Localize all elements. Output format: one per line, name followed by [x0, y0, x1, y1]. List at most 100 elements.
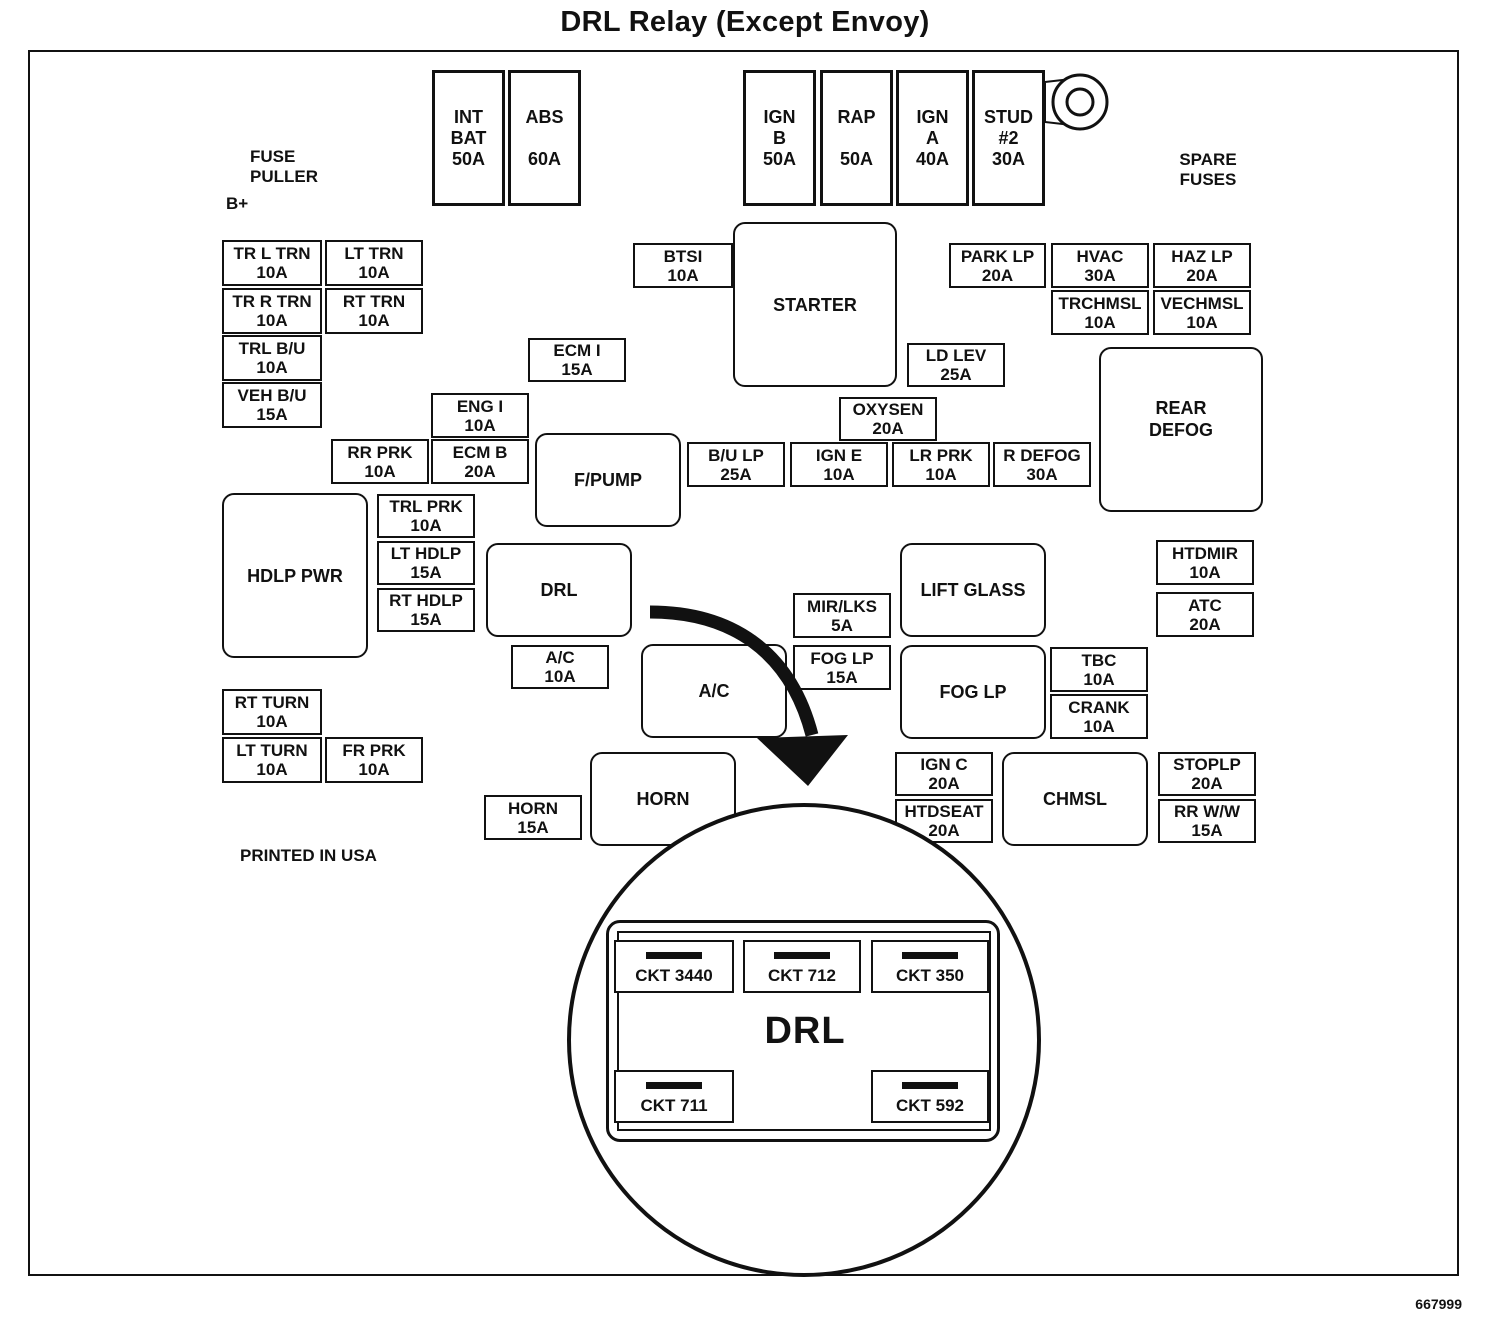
fuse-name: TR R TRN: [232, 292, 312, 311]
relay-label: HDLP PWR: [247, 565, 343, 586]
spare-fuses-line-1: SPARE: [1179, 150, 1237, 169]
terminal-blade-icon: [646, 1082, 702, 1089]
fuse-rating: 25A: [720, 464, 752, 484]
relay-a-c: A/C: [641, 644, 787, 738]
fuse-rating: 15A: [826, 667, 858, 687]
fuse-rating: 10A: [358, 263, 390, 282]
fuse-name: HVAC: [1076, 246, 1124, 266]
spare-fuses-line-2: FUSES: [1179, 170, 1237, 189]
fuse-name: IGN E: [815, 445, 863, 465]
fuse-rating: 10A: [364, 461, 396, 481]
spare-fuses-label: SPARE FUSES: [1168, 150, 1248, 190]
drl-pin-ckt-712: CKT 712: [743, 940, 861, 993]
maxi-fuse-line: 30A: [991, 148, 1026, 169]
fuse-rating: 10A: [1186, 312, 1218, 332]
maxi-fuse-line: BAT: [450, 127, 487, 148]
fuse-name: LT TURN: [236, 741, 308, 760]
fuse-name: RR W/W: [1173, 802, 1241, 821]
pin-label: CKT 350: [895, 966, 965, 985]
fuse-rating: 10A: [925, 464, 957, 484]
fuse-rating: 10A: [410, 516, 442, 535]
fuse-rating: 20A: [464, 461, 496, 481]
relay-label: DEFOG: [1148, 420, 1213, 440]
fuse-name: FR PRK: [342, 741, 406, 760]
maxi-fuse-line: 50A: [839, 148, 874, 169]
fuse-name: STOPLP: [1173, 755, 1241, 774]
callout-arrow-icon: [649, 605, 848, 786]
maxi-fuse-line: #2: [998, 127, 1019, 148]
fuse-name: TRL PRK: [389, 497, 463, 516]
fuse-rating: 10A: [256, 712, 288, 731]
relay-f-pump: F/PUMP: [535, 433, 681, 527]
fuse-rating: 10A: [256, 760, 288, 779]
relay-label: LIFT GLASS: [920, 580, 1026, 600]
fuse-name: BTSI: [663, 246, 703, 266]
pin-label: CKT 3440: [635, 966, 713, 985]
fuse-rating: 10A: [464, 415, 496, 435]
fuse-name: ECM B: [452, 442, 508, 462]
maxi-fuse-ign-b: IGN B 50A: [743, 70, 816, 206]
relay-label: FOG LP: [939, 682, 1007, 702]
relay-chmsl: CHMSL: [1002, 752, 1148, 846]
fuse-name: CRANK: [1068, 697, 1130, 717]
relay-drl: DRL: [486, 543, 632, 637]
fuse-name: VECHMSL: [1160, 293, 1244, 313]
drl-pin-ckt-592: CKT 592: [871, 1070, 989, 1123]
relay-lift-glass: LIFT GLASS: [900, 543, 1046, 637]
relay-label: DRL: [540, 580, 578, 600]
maxi-fuse-ign-a: IGN A 40A: [896, 70, 969, 206]
fuse-name: R DEFOG: [1003, 445, 1081, 465]
fuse-name: RT HDLP: [389, 591, 463, 610]
fuse-name: B/U LP: [708, 445, 764, 465]
relay-starter: STARTER: [733, 222, 897, 387]
fuse-rating: 30A: [1026, 464, 1058, 484]
maxi-fuse-int-bat: INT BAT 50A: [432, 70, 505, 206]
fuse-rating: 10A: [1083, 669, 1115, 689]
maxi-fuse-line: B: [773, 127, 786, 148]
fuse-name: A/C: [545, 648, 575, 667]
fuse-name: TBC: [1081, 650, 1117, 670]
fuse-name: HORN: [507, 798, 559, 818]
relay-fog-lp: FOG LP: [900, 645, 1046, 739]
terminal-blade-icon: [902, 952, 958, 959]
maxi-fuse-abs: ABS 60A: [508, 70, 581, 206]
fuse-rating: 10A: [1084, 312, 1116, 332]
fuse-rating: 15A: [410, 610, 442, 629]
maxi-fuse-line: A: [926, 127, 939, 148]
pin-label: CKT 711: [640, 1096, 708, 1115]
fuse-rating: 10A: [1189, 562, 1221, 582]
fuse-name: HTDSEAT: [904, 802, 984, 821]
fuse-rating: 15A: [561, 360, 593, 379]
fuse-name: FOG LP: [810, 648, 874, 668]
fuse-rating: 20A: [1186, 265, 1218, 285]
fuse-name: ECM I: [553, 341, 601, 360]
fuse-rating: 20A: [1191, 774, 1223, 793]
stud-terminal-icon: [1044, 73, 1109, 131]
terminal-blade-icon: [902, 1082, 958, 1089]
fuse-name: TR L TRN: [233, 244, 311, 263]
maxi-fuse-line: 40A: [915, 148, 950, 169]
diagram-title: DRL Relay (Except Envoy): [560, 6, 930, 38]
fuse-name: LT HDLP: [390, 544, 462, 563]
fuse-rating: 20A: [1189, 614, 1221, 634]
